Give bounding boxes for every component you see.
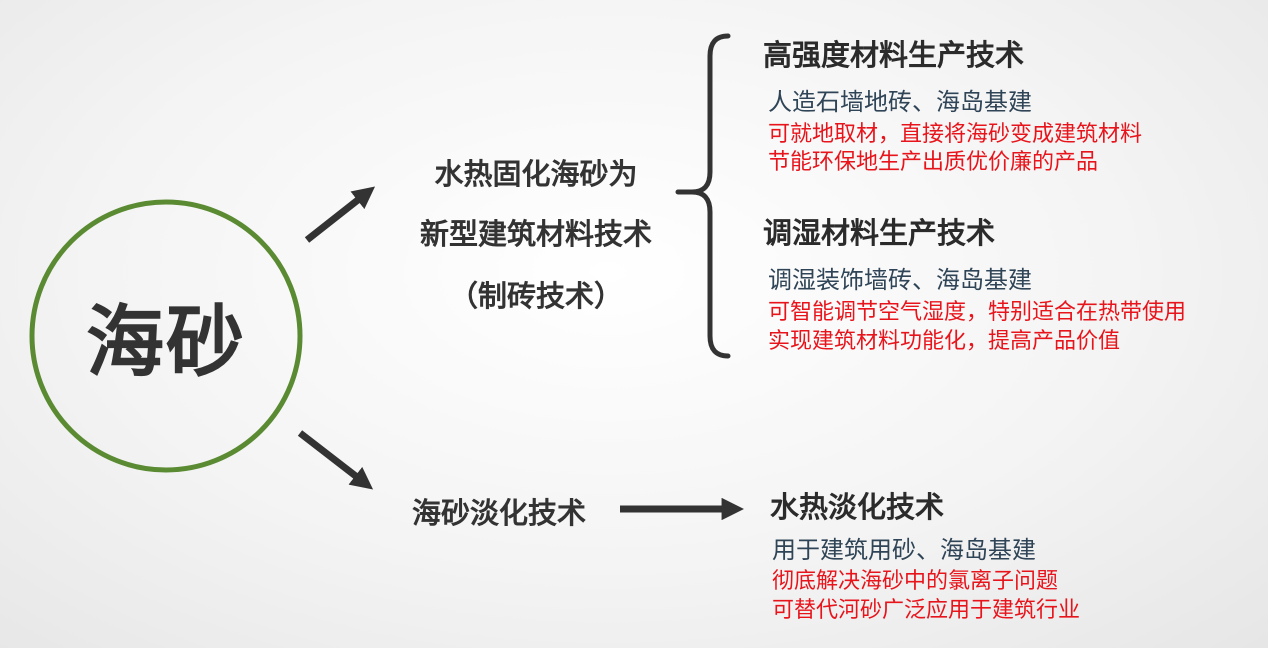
branch2-title: 海砂淡化技术 bbox=[412, 496, 587, 530]
item3-note-1: 彻底解决海砂中的氯离子问题 bbox=[772, 569, 1059, 594]
item1-heading: 高强度材料生产技术 bbox=[763, 38, 1025, 72]
branch1-title-line-1: 水热固化海砂为 bbox=[434, 157, 638, 191]
item3-use: 用于建筑用砂、海岛基建 bbox=[772, 536, 1036, 564]
item2-heading: 调湿材料生产技术 bbox=[763, 216, 996, 250]
item2-note-1: 可智能调节空气湿度，特别适合在热带使用 bbox=[768, 300, 1187, 325]
item1-note-1: 可就地取材，直接将海砂变成建筑材料 bbox=[768, 122, 1143, 147]
item3-heading: 水热淡化技术 bbox=[770, 490, 945, 524]
branch1-title-line-3: （制砖技术） bbox=[448, 279, 623, 313]
center-circle bbox=[29, 199, 303, 473]
arrow-to-branch1 bbox=[304, 186, 376, 243]
arrow-to-branch2 bbox=[297, 430, 374, 490]
item1-use: 人造石墙地砖、海岛基建 bbox=[768, 88, 1032, 116]
item3-note-2: 可替代河砂广泛应用于建筑行业 bbox=[772, 598, 1081, 623]
item1-note-2: 节能环保地生产出质优价廉的产品 bbox=[768, 150, 1099, 175]
branch1-title-line-2: 新型建筑材料技术 bbox=[419, 217, 652, 251]
center-label: 海砂 bbox=[85, 298, 246, 388]
item2-note-2: 实现建筑材料功能化，提高产品价值 bbox=[768, 329, 1121, 354]
curly-brace bbox=[675, 33, 731, 359]
item2-use: 调湿装饰墙砖、海岛基建 bbox=[768, 266, 1032, 294]
